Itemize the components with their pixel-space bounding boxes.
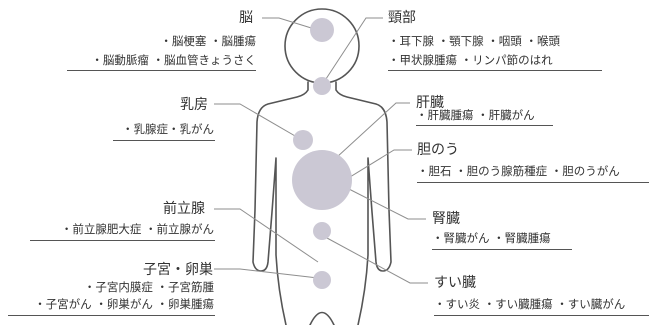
disease-list-brain-line1: ・脳梗塞 ・脳腫瘍: [160, 34, 256, 48]
organ-title-kidney: 腎臓: [432, 211, 460, 227]
organ-marker-liver: [292, 150, 352, 210]
leader-prostate: [214, 208, 319, 263]
organ-marker-kidney: [313, 222, 331, 240]
leader-lines: [214, 17, 428, 284]
leader-brain: [262, 17, 322, 32]
leader-uterus: [214, 268, 319, 279]
crotch-outline: [309, 311, 335, 325]
torso-outline: [252, 81, 309, 325]
organ-title-liver: 肝臓: [416, 95, 444, 111]
leader-liver: [312, 102, 410, 180]
disease-list-neck-line2: ・甲状腺腫瘍 ・リンパ節のはれ: [388, 53, 553, 67]
organ-marker-brain: [310, 18, 334, 42]
disease-list-uterus-line2: ・子宮がん ・卵巣がん ・卵巣腫瘍: [34, 297, 214, 311]
disease-list-kidney: ・腎臓がん ・腎臓腫瘍: [432, 231, 551, 245]
underline-breast: [113, 140, 215, 141]
torso-outline-right: [335, 81, 392, 325]
underline-uterus: [8, 315, 215, 316]
underline-liver: [416, 125, 553, 126]
organ-title-uterus: 子宮・卵巣: [143, 262, 213, 278]
leader-neck: [321, 17, 383, 86]
underline-neck: [388, 70, 602, 71]
organ-title-brain: 脳: [239, 10, 253, 26]
organ-title-pancreas: すい臓: [434, 275, 476, 291]
organ-markers: [292, 18, 352, 289]
organ-title-neck: 頸部: [388, 10, 416, 26]
disease-list-liver: ・肝臓腫瘍 ・肝臓がん: [416, 108, 535, 122]
leader-pancreas: [326, 237, 428, 284]
underline-pancreas: [434, 315, 649, 316]
disease-list-prostate: ・前立腺肥大症 ・前立腺がん: [60, 222, 214, 236]
underline-gallbladder: [417, 182, 649, 183]
organ-marker-uterus: [313, 271, 331, 289]
underline-prostate: [30, 240, 215, 241]
disease-list-gallbladder: ・胆石 ・胆のう腺筋種症 ・胆のうがん: [417, 164, 620, 178]
leader-kidney: [344, 186, 426, 220]
organ-title-gallbladder: 胆のう: [417, 142, 459, 158]
disease-list-breast: ・乳腺症・乳がん: [122, 122, 214, 136]
organ-title-breast: 乳房: [180, 97, 208, 113]
organ-marker-neck: [313, 77, 331, 95]
disease-list-neck-line1: ・耳下腺 ・顎下腺 ・咽頭 ・喉頭: [388, 34, 560, 48]
disease-list-brain-line2: ・脳動脈瘤 ・脳血管きょうさく: [91, 53, 256, 67]
leader-breast: [214, 103, 303, 141]
underline-kidney: [432, 249, 572, 250]
organ-marker-breast: [293, 130, 313, 150]
organ-title-prostate: 前立腺: [163, 201, 205, 217]
underline-brain: [67, 70, 256, 71]
disease-list-uterus-line1: ・子宮内膜症 ・子宮筋腫: [83, 280, 214, 294]
disease-list-pancreas: ・すい炎 ・すい臓腫瘍 ・すい臓がん: [434, 297, 626, 311]
